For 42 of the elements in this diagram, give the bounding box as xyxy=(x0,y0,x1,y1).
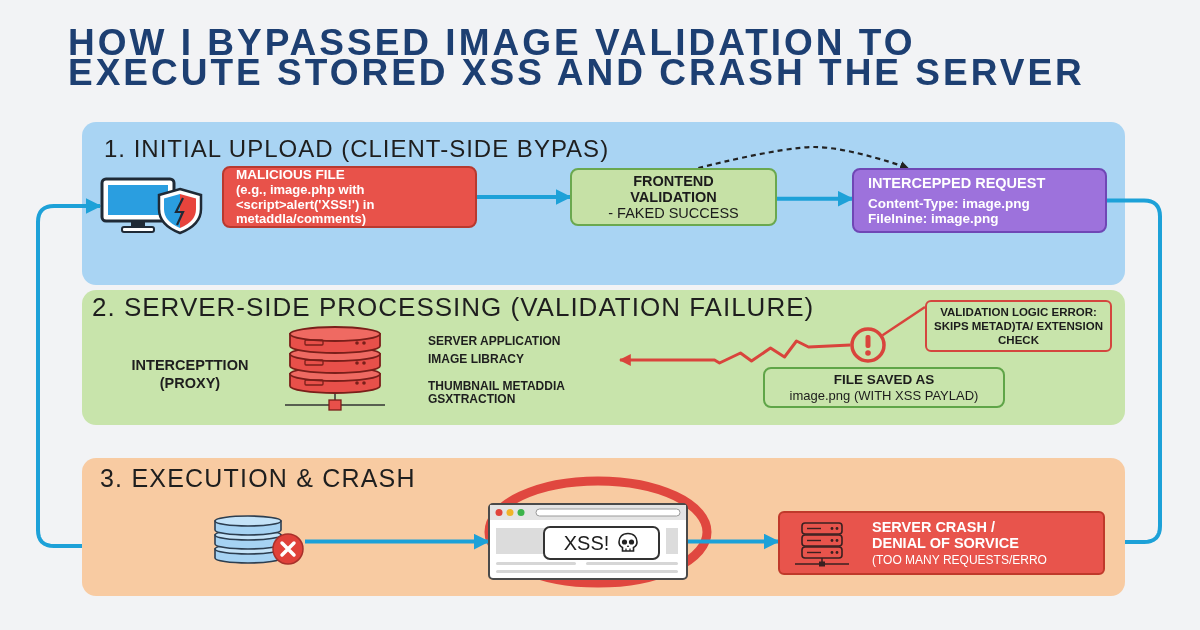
connector-line xyxy=(1107,198,1162,544)
arrow xyxy=(36,198,102,548)
process-box xyxy=(222,166,477,228)
process-box xyxy=(852,168,1107,233)
arrow xyxy=(688,533,780,550)
box-text: image.png (WITH XSS PAYLAD) xyxy=(789,388,979,403)
box-title: VALIDATION LOGIC ERROR: SKIPS METAD)TA/ EXTENSION CHECK xyxy=(933,305,1104,347)
leader-line xyxy=(881,305,926,337)
warning-icon xyxy=(849,326,887,364)
section-heading: 2. SERVER-SIDE PROCESSING (VALIDATION FAILURE) xyxy=(92,292,815,323)
section-heading: 1. INITIAL UPLOAD (CLIENT-SIDE BYPAS) xyxy=(104,135,610,163)
alert-text: XSS! xyxy=(563,531,610,555)
arrow xyxy=(305,533,490,550)
section-panel xyxy=(82,290,1125,425)
box-title: FILE SAVED AS xyxy=(833,372,935,388)
title: HOW I BYPASSED IMAGE VALIDATION TO EXECUTE STORED XSS AND CRASH THE SERVER xyxy=(68,28,1086,88)
section-panel xyxy=(82,122,1125,285)
arrow xyxy=(477,189,572,205)
box-text: (e.g., image.php with <script>alert('XSS!') in metaddla/comments) xyxy=(236,183,376,227)
box-title: FRONTEND VALIDATION xyxy=(629,172,718,205)
process-box xyxy=(778,511,1105,575)
box-text: Content-Type: image.png xyxy=(868,196,1030,211)
section-panel xyxy=(82,458,1125,596)
dashed-arrow xyxy=(698,145,909,170)
browser-window xyxy=(488,503,688,580)
process-box xyxy=(570,168,777,226)
box-text: Filelnine: image.png xyxy=(868,211,999,226)
section-heading: 3. EXECUTION & CRASH xyxy=(100,464,416,493)
side-label: INTERCEPTTION (PROXY) xyxy=(130,357,250,392)
box-title: INTERCEPPED REQUEST xyxy=(868,175,1046,192)
step-label: THUMBNAIL METADDIA GSXTRACTION xyxy=(428,380,566,406)
result-box xyxy=(763,367,1005,408)
database-error-icon xyxy=(212,513,305,565)
box-title: MALICIOUS FILE xyxy=(236,167,345,184)
box-text: (TOO MANY REQUESTS/ERRO xyxy=(872,552,1047,568)
zigzag-arrow xyxy=(618,339,851,366)
step-label: IMAGE LIBRACY xyxy=(428,352,525,366)
step-label: SERVER APPLICATION xyxy=(428,334,562,348)
box-text: - FAKED SUCCESS xyxy=(608,204,739,222)
arrow xyxy=(777,190,854,207)
callout-box xyxy=(925,300,1112,352)
box-title: SERVER CRASH / DENIAL OF SORVICE xyxy=(872,518,1020,551)
